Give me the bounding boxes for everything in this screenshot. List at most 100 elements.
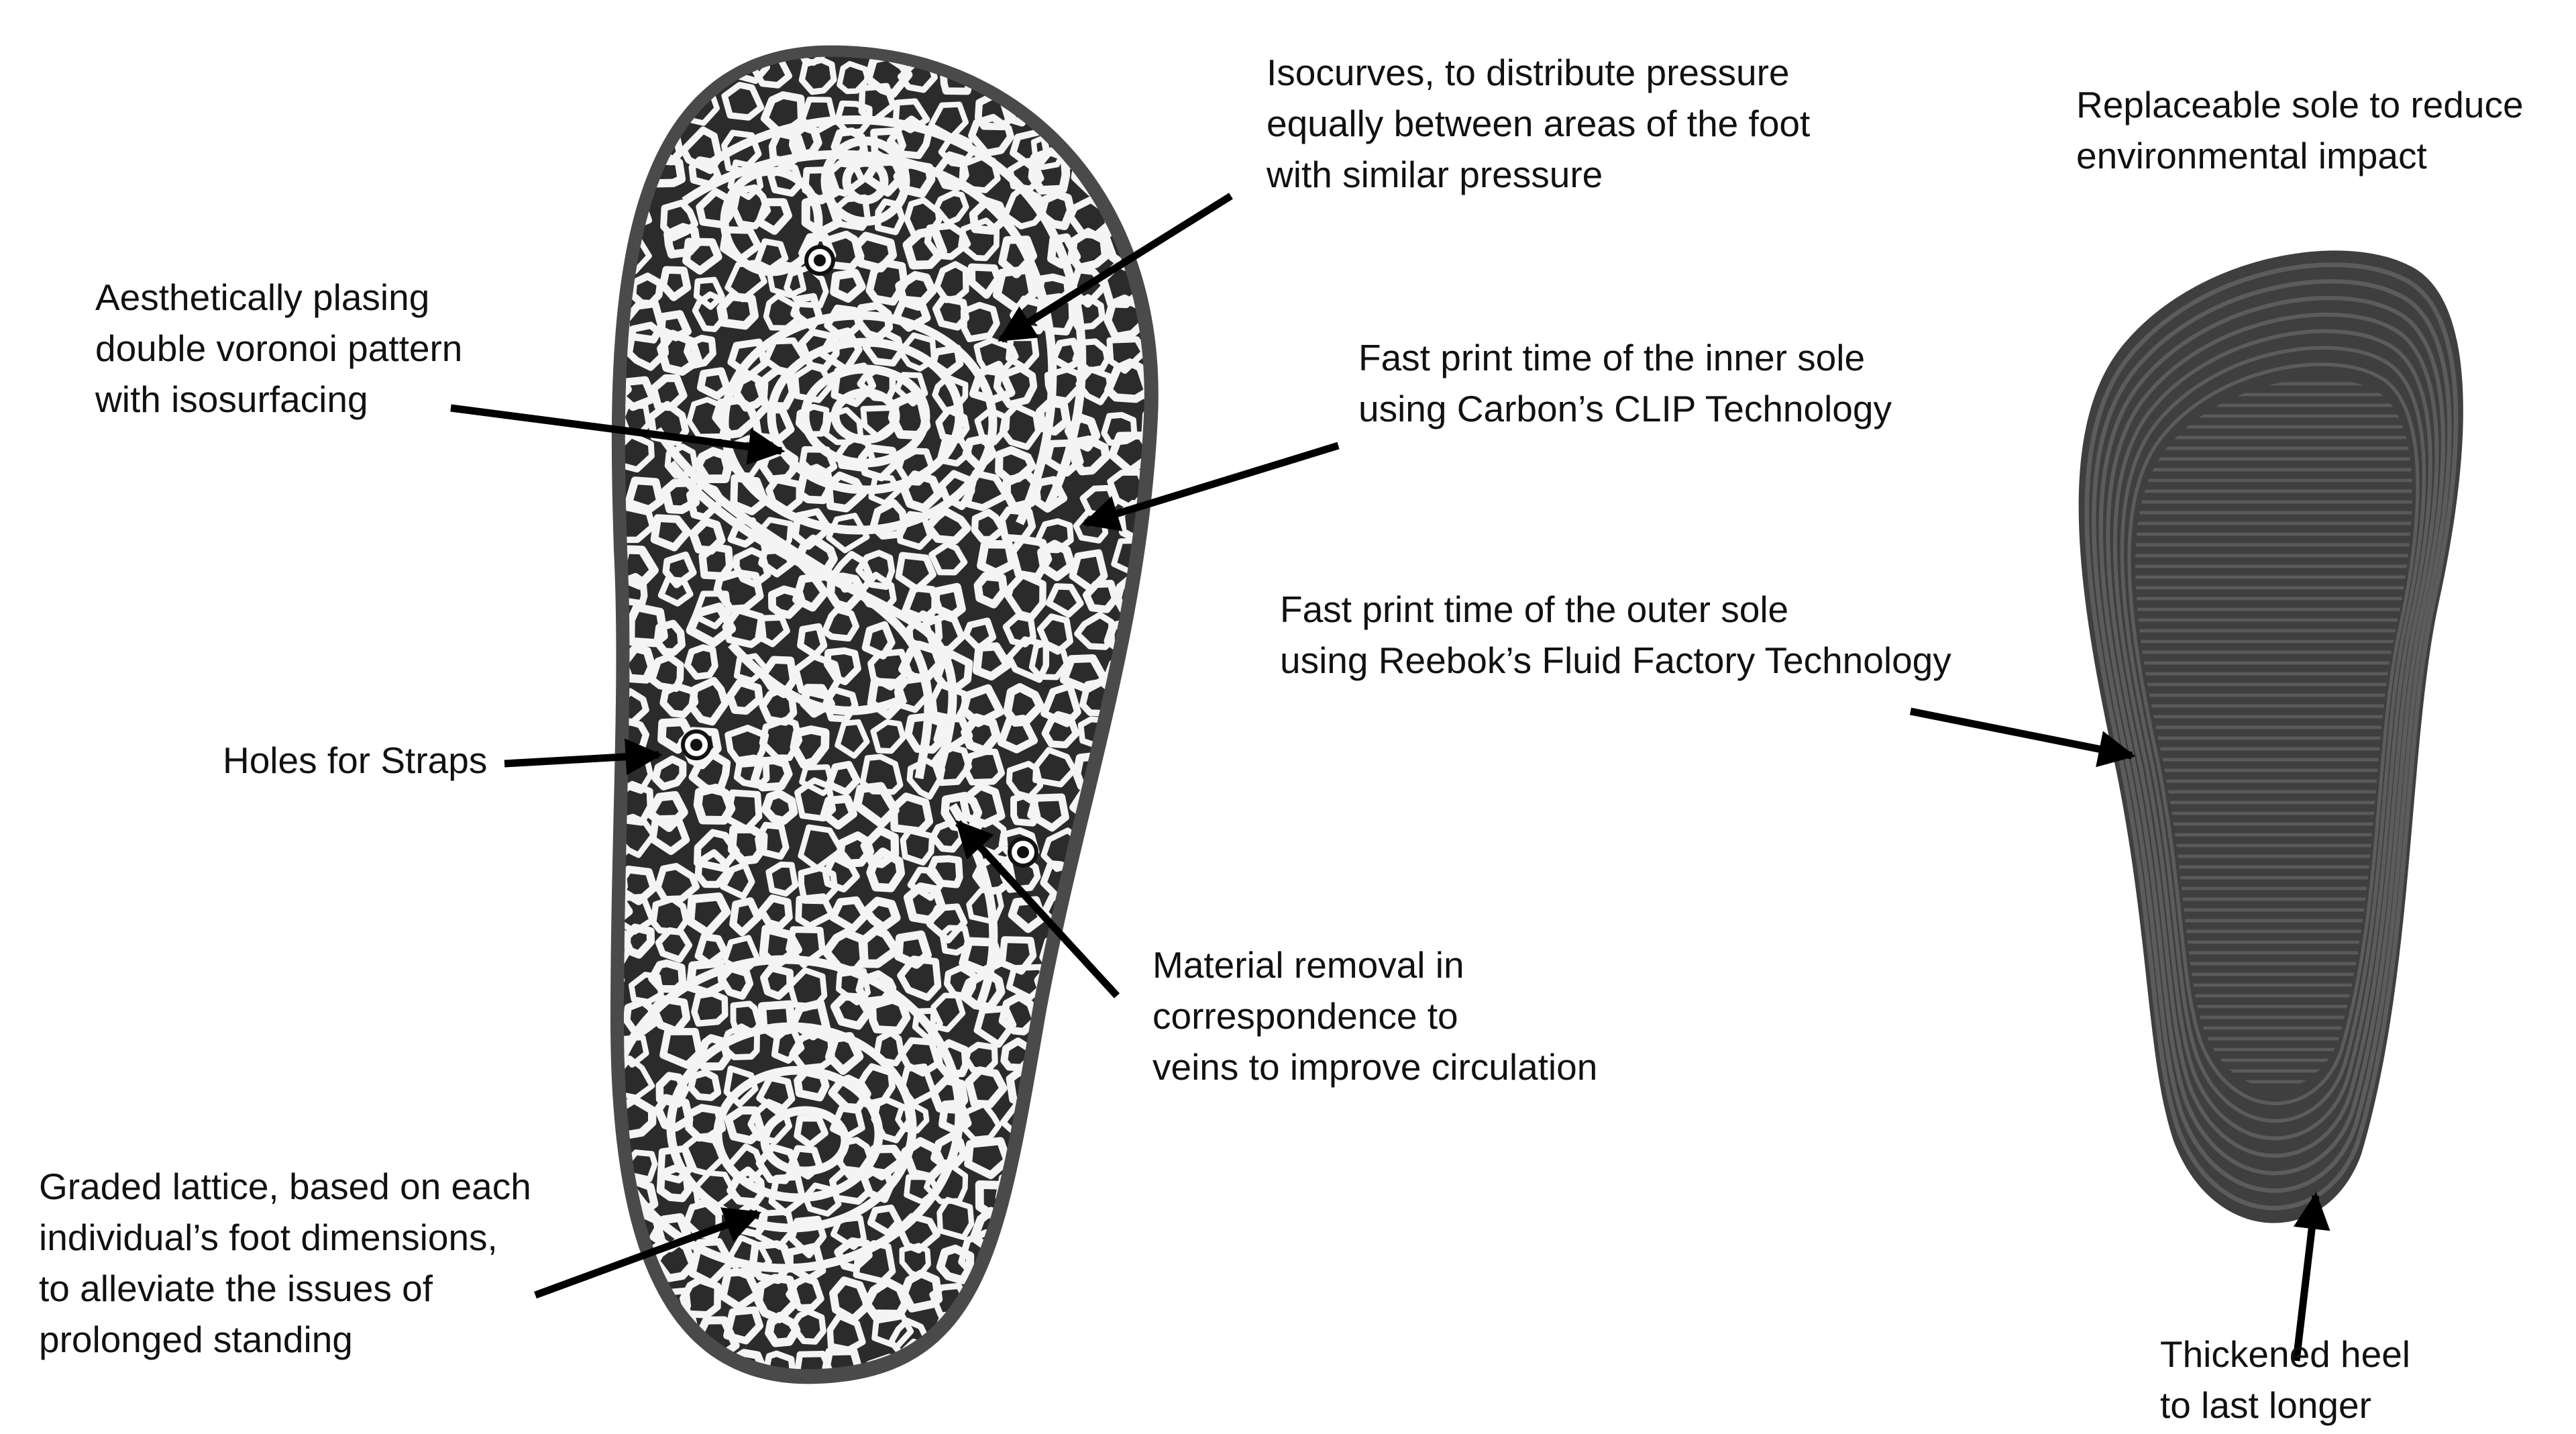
lattice-cell [795,893,835,929]
lattice-cell [977,540,1017,577]
lattice-cell [859,754,904,795]
lattice-cell [716,292,759,330]
lattice-cell [750,756,793,792]
outer-ridge [2092,279,2452,1193]
lattice-cell [798,824,845,871]
arrow-lattice [534,1207,762,1299]
arrow-reebok [1909,707,2136,768]
label-veins: Material removal in correspondence to ve… [1152,944,1598,1088]
lattice-cell [1073,1004,1118,1043]
outer-sole [2078,250,2463,1223]
lattice-cell [624,132,627,170]
lattice-cell [584,309,614,338]
lattice-cell [1105,898,1144,940]
lattice-cell [1108,1022,1144,1066]
lattice-cell [1041,711,1080,749]
lattice-cell [1039,1064,1075,1101]
lattice-cell [582,478,613,507]
lattice-cell [1152,444,1180,477]
lattice-cell [586,788,616,821]
lattice-cell [866,848,906,892]
lattice-cell [624,227,631,266]
lattice-cell [867,1205,902,1237]
lattice-cell [800,684,835,718]
lattice-cell [973,56,1008,85]
lattice-cell [624,432,655,473]
lattice-cell [798,56,837,95]
lattice-cell [1149,1146,1177,1175]
lattice-cell [862,1277,910,1324]
lattice-cell [1044,1137,1079,1175]
lattice-cell [1151,119,1180,156]
arrows [450,193,2330,1362]
lattice-cell [995,56,1043,97]
label-heel: Thickened heel to last longer [2160,1333,2411,1426]
lattice-cell [931,582,966,621]
lattice-cell [898,1037,942,1077]
lattice-cell [659,682,699,718]
lattice-cell [693,276,725,310]
lattice-cell [1102,1346,1142,1370]
lattice-cell [1136,639,1144,680]
lattice-cell [647,401,690,446]
lattice-cell [624,1339,651,1370]
lattice-cell [1064,413,1101,452]
lattice-cell [928,541,968,576]
lattice-cell [625,321,669,371]
lattice-cell [964,1137,1012,1180]
lattice-cell [696,367,731,400]
lattice-cell [824,647,861,686]
lattice-cell [1111,1008,1143,1041]
lattice-cell [821,606,859,642]
lattice-cell [624,153,631,194]
lattice-cell [757,894,793,930]
lattice-cell [1114,852,1144,894]
lattice-cell [794,1115,828,1149]
lattice-cell [686,892,731,937]
label-isocurves: Isocurves, to distribute pressure equall… [1267,52,1811,195]
lattice-cell [1044,366,1085,404]
lattice-cell [1046,56,1086,85]
lattice-cell [977,25,1008,53]
lattice-cell [1130,822,1144,868]
voronoi-lattice [582,22,1180,1370]
lattice-cell [584,267,616,297]
lattice-cell [1074,611,1115,650]
lattice-cell [797,623,828,659]
lattice-cell [659,1027,704,1069]
lattice-cell [1008,896,1046,933]
lattice-cell [789,1308,826,1345]
lattice-cell [930,743,973,786]
lattice-cell [1049,1031,1081,1066]
label-reebok: Fast print time of the outer sole using … [1280,588,1951,681]
lattice-cell [1106,715,1138,750]
lattice-cell [1070,1243,1113,1284]
label-carbon: Fast print time of the inner sole using … [1358,337,1892,429]
lattice-cell [655,927,693,963]
lattice-cell [1117,117,1144,158]
lattice-cell [1114,1248,1144,1283]
lattice-cell [624,499,656,544]
lattice-cell [861,897,901,932]
lattice-cell [1003,1341,1043,1370]
lattice-cell [939,925,972,956]
lattice-cell [908,22,933,50]
lattice-cell [624,813,657,858]
lattice-cell [691,990,729,1027]
lattice-cell [726,678,763,715]
lattice-cell [1100,56,1144,64]
lattice-cell [870,719,906,754]
lattice-cell [761,789,798,825]
lattice-cell [757,25,787,52]
lattice-cell [645,790,688,832]
lattice-cell [1028,640,1070,680]
lattice-cell [860,826,900,868]
lattice-cell [712,396,759,439]
lattice-cell [765,861,799,897]
lattice-cell [1141,854,1144,894]
lattice-cell [1037,1281,1077,1321]
lattice-cell [798,864,839,905]
lattice-cell [586,1276,610,1308]
lattice-cell [1140,91,1144,125]
arrow-veins [955,819,1120,998]
